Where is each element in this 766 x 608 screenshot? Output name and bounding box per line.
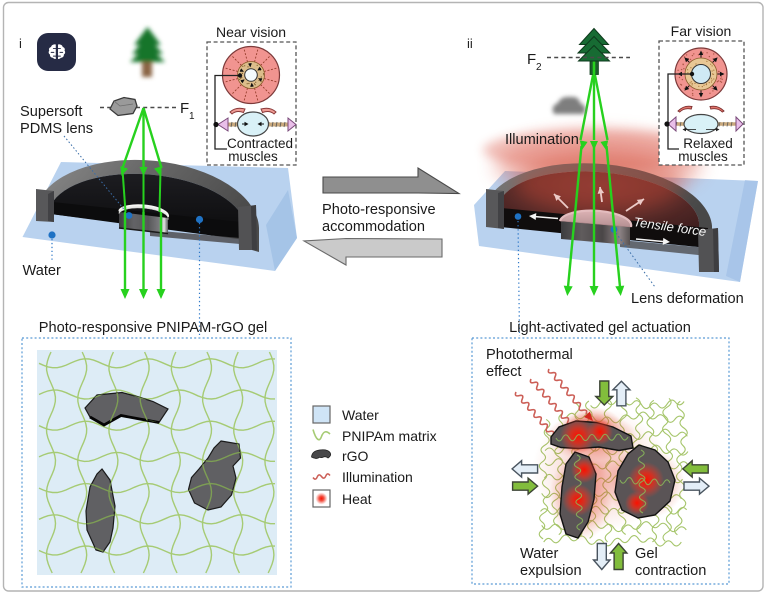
- svg-text:F: F: [527, 51, 536, 68]
- svg-text:Light-activated gel actuation: Light-activated gel actuation: [509, 320, 691, 336]
- svg-text:Water: Water: [342, 407, 379, 423]
- svg-text:contraction: contraction: [635, 563, 706, 579]
- svg-text:Illumination: Illumination: [505, 132, 579, 148]
- svg-text:1: 1: [189, 111, 195, 122]
- svg-text:Illumination: Illumination: [342, 469, 413, 485]
- svg-text:Photo-responsive PNIPAM-rGO ge: Photo-responsive PNIPAM-rGO gel: [39, 320, 267, 336]
- svg-text:muscles: muscles: [228, 149, 278, 164]
- svg-text:PNIPAm matrix: PNIPAm matrix: [342, 428, 437, 444]
- svg-text:Photothermal: Photothermal: [486, 347, 573, 363]
- svg-text:Water: Water: [520, 546, 559, 562]
- svg-text:expulsion: expulsion: [520, 563, 582, 579]
- svg-text:effect: effect: [486, 364, 521, 380]
- svg-text:accommodation: accommodation: [322, 219, 425, 235]
- svg-text:muscles: muscles: [678, 149, 728, 164]
- svg-text:Photo-responsive: Photo-responsive: [322, 202, 436, 218]
- svg-text:2: 2: [536, 62, 542, 73]
- svg-text:Heat: Heat: [342, 491, 372, 507]
- svg-text:rGO: rGO: [342, 448, 369, 464]
- svg-text:Supersoft: Supersoft: [20, 104, 82, 120]
- svg-text:Water: Water: [23, 263, 62, 279]
- svg-text:i: i: [19, 36, 22, 51]
- svg-text:ii: ii: [467, 36, 473, 51]
- svg-text:Gel: Gel: [635, 546, 658, 562]
- svg-text:F: F: [180, 100, 189, 117]
- svg-text:Contracted: Contracted: [227, 136, 293, 151]
- svg-text:Relaxed: Relaxed: [683, 136, 733, 151]
- svg-text:Near vision: Near vision: [216, 24, 286, 40]
- svg-text:PDMS lens: PDMS lens: [20, 121, 93, 137]
- svg-text:Lens deformation: Lens deformation: [631, 291, 744, 307]
- svg-text:Far vision: Far vision: [671, 23, 732, 39]
